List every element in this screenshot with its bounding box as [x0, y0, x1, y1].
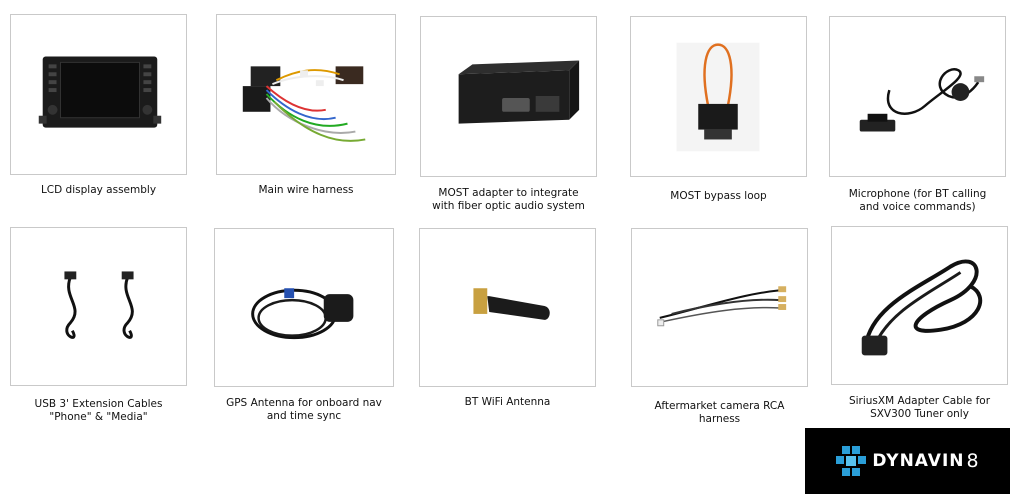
dynavin-logo: DYNAVIN 8 — [805, 428, 1010, 494]
wire-harness-card — [216, 14, 396, 175]
lcd-display-card — [10, 14, 187, 175]
dynavin-brand-text: DYNAVIN — [872, 451, 965, 471]
gps-antenna-caption: GPS Antenna for onboard nav and time syn… — [226, 397, 382, 422]
siriusxm-cable-image — [861, 259, 983, 356]
gps-antenna-card — [214, 228, 394, 387]
rca-harness-card — [631, 228, 808, 387]
rca-harness-caption: Aftermarket camera RCA harness — [654, 400, 785, 425]
wifi-antenna-caption: BT WiFi Antenna — [464, 396, 551, 408]
siriusxm-caption: SiriusXM Adapter Cable for SXV300 Tuner … — [848, 395, 991, 420]
dynavin-model-number: 8 — [966, 450, 979, 472]
usb-cables-image — [64, 271, 134, 339]
rca-harness-image — [657, 286, 787, 327]
fiber-bypass-loop-image — [676, 42, 760, 152]
microphone-caption: Microphone (for BT calling and voice com… — [848, 188, 987, 213]
most-adapter-caption: MOST adapter to integrate with fiber opt… — [432, 187, 585, 212]
microphone-image — [859, 68, 985, 132]
wifi-antenna-image — [473, 288, 550, 320]
usb-cables-caption: USB 3' Extension Cables "Phone" & "Media… — [34, 398, 163, 423]
gps-antenna-image — [251, 288, 354, 340]
wire-harness-image — [242, 66, 366, 142]
most-adapter-box-image — [458, 60, 580, 124]
wire-harness-caption: Main wire harness — [258, 184, 354, 196]
microphone-card — [829, 16, 1006, 177]
lcd-display-caption: LCD display assembly — [40, 184, 157, 196]
siriusxm-card — [831, 226, 1008, 385]
usb-cables-card — [10, 227, 187, 386]
lcd-display-unit-image — [38, 56, 162, 128]
most-bypass-card — [630, 16, 807, 177]
wifi-antenna-card — [419, 228, 596, 387]
dynavin-logo-mark-icon — [836, 446, 867, 476]
most-bypass-caption: MOST bypass loop — [670, 190, 767, 202]
most-adapter-card — [420, 16, 597, 177]
